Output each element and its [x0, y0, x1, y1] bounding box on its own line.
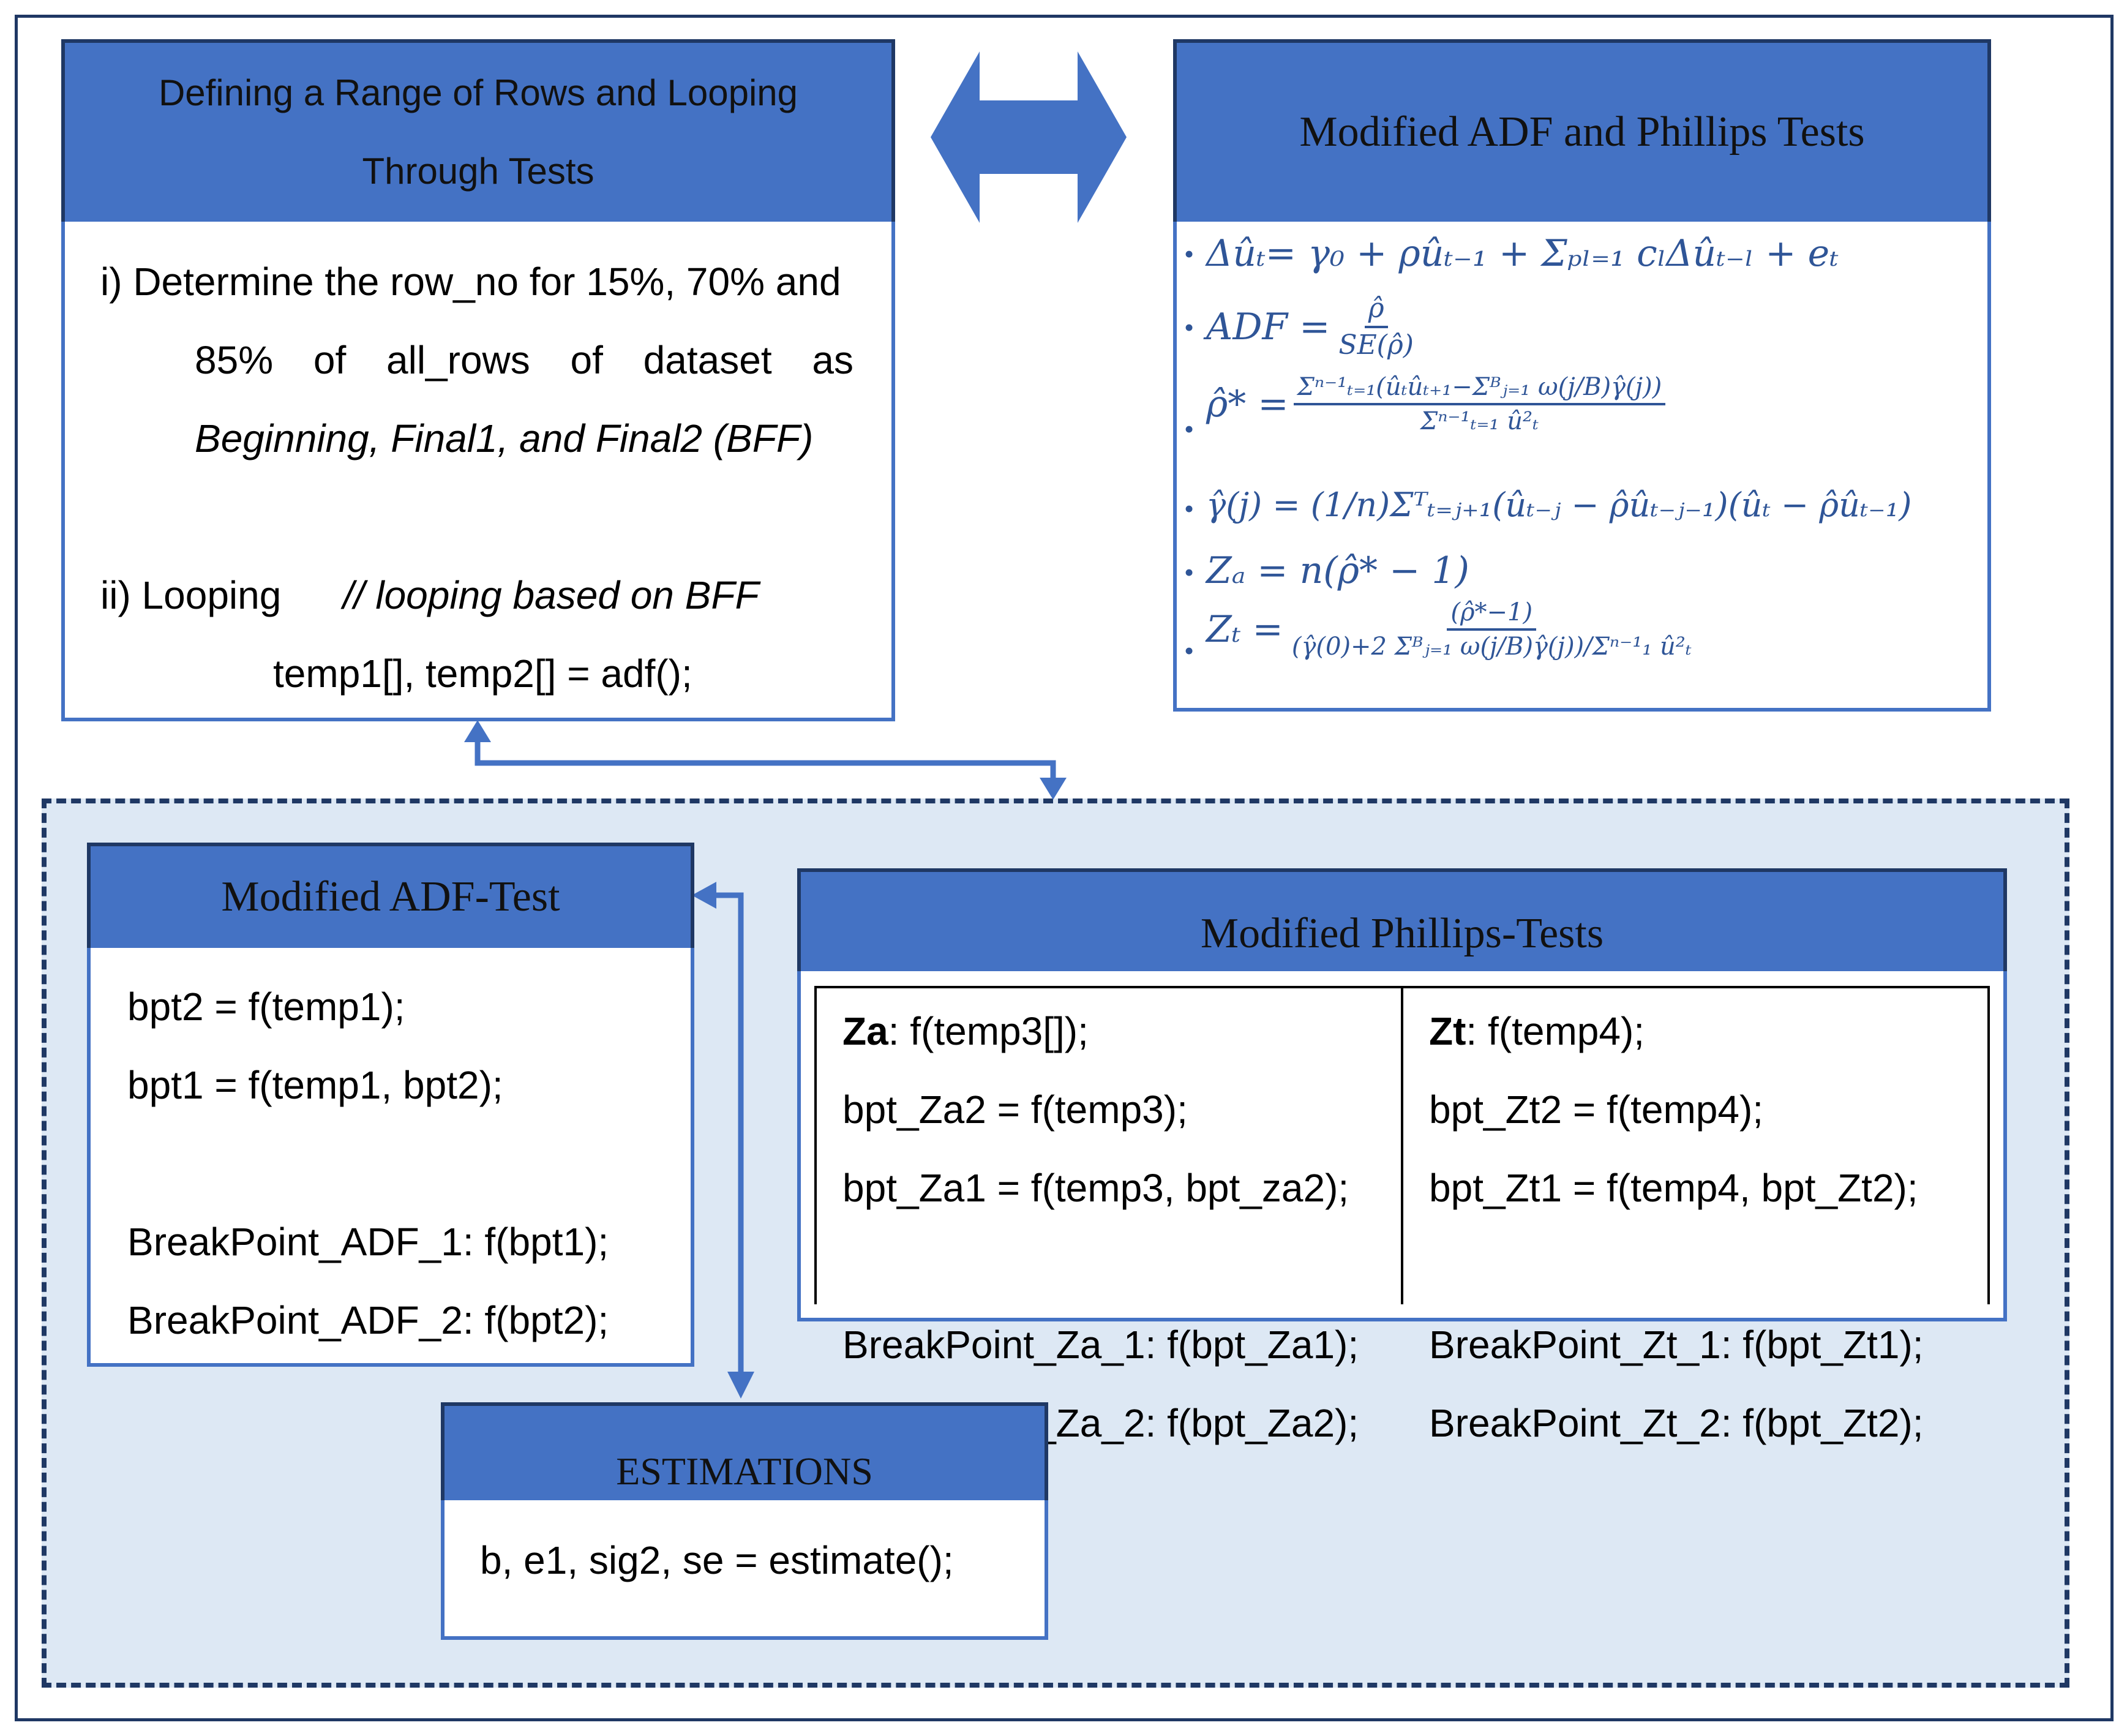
equation-bullet: • — [1184, 635, 1195, 666]
equation-rho-star-lhs: ρ̂* = — [1206, 383, 1289, 426]
adf-line: bpt1 = f(temp1, bpt2); — [127, 1063, 503, 1107]
step2-label: ii) Looping — [100, 573, 282, 617]
fraction-numerator: ρ̂ — [1364, 295, 1388, 328]
equation-z-t: Zₜ = (ρ̂*−1) (γ̂(0)+2 Σᴮⱼ₌₁ ω(j/B)γ̂(j))… — [1206, 600, 1700, 659]
equation-bullet: • — [1184, 413, 1195, 445]
step1-word: dataset — [643, 338, 772, 382]
za-line: bpt_Za1 = f(temp3, bpt_za2); — [842, 1166, 1349, 1210]
adf-line: BreakPoint_ADF_1: f(bpt1); — [127, 1220, 609, 1264]
zt-first-line: Zt: f(temp4); — [1429, 1012, 1645, 1051]
zt-label: Zt — [1429, 1009, 1466, 1053]
range-box-header: Defining a Range of Rows and Looping Thr… — [61, 39, 895, 222]
equation-rho-star: ρ̂* = Σⁿ⁻¹ₜ₌₁(ûₜûₜ₊₁−Σᴮⱼ₌₁ ω(j/B)γ̂(j)) … — [1206, 375, 1670, 434]
step1-word: all_rows — [386, 338, 530, 382]
estimations-code: b, e1, sig2, se = estimate(); — [480, 1538, 954, 1582]
step1-word: of — [313, 338, 347, 382]
zt-first-text: : f(temp4); — [1466, 1009, 1645, 1053]
adf-test-header: Modified ADF-Test — [87, 843, 694, 948]
fraction-denominator: (γ̂(0)+2 Σᴮⱼ₌₁ ω(j/B)γ̂(j))/Σⁿ⁻¹₁ û²ₜ — [1291, 633, 1692, 661]
zt-breakpoint: BreakPoint_Zt_2: f(bpt_Zt2); — [1429, 1401, 1924, 1445]
equation-z-alpha: Zₐ = n(ρ̂* − 1) — [1206, 549, 1469, 592]
phillips-test-title: Modified Phillips-Tests — [1200, 910, 1604, 957]
zt-line: bpt_Zt1 = f(temp4, bpt_Zt2); — [1429, 1166, 1918, 1210]
adf-line: bpt2 = f(temp1); — [127, 985, 405, 1029]
equation-adf-regression: Δûₜ= γ₀ + ρûₜ₋₁ + Σₚₗ₌₁ cₗΔûₜ₋ₗ + eₜ — [1206, 232, 1839, 275]
bidirectional-arrow — [931, 51, 1127, 223]
range-box-title-line2: Through Tests — [362, 151, 595, 192]
equation-bullet: • — [1184, 312, 1195, 343]
za-breakpoint: BreakPoint_Za_1: f(bpt_Za1); — [842, 1323, 1359, 1367]
step2-comment: // looping based on BFF — [343, 573, 759, 617]
equation-bullet: • — [1184, 557, 1195, 588]
adf-line: BreakPoint_ADF_2: f(bpt2); — [127, 1298, 609, 1342]
zt-breakpoint: BreakPoint_Zt_1: f(bpt_Zt1); — [1429, 1323, 1924, 1367]
equation-rho-star-fraction: Σⁿ⁻¹ₜ₌₁(ûₜûₜ₊₁−Σᴮⱼ₌₁ ω(j/B)γ̂(j)) Σⁿ⁻¹ₜ₌… — [1293, 375, 1666, 435]
range-to-panel-connector — [464, 720, 1067, 800]
fraction-denominator: Σⁿ⁻¹ₜ₌₁ û²ₜ — [1420, 407, 1539, 435]
equation-adf-fraction: ρ̂ SE(ρ̂) — [1335, 295, 1417, 359]
za-first-line: Za: f(temp3[]); — [842, 1012, 1089, 1051]
za-first-text: : f(temp3[]); — [888, 1009, 1089, 1053]
za-line: bpt_Za2 = f(temp3); — [842, 1088, 1188, 1132]
tests-box-title: Modified ADF and Phillips Tests — [1299, 108, 1865, 156]
equation-bullet: • — [1184, 493, 1195, 524]
estimations-title: ESTIMATIONS — [616, 1449, 873, 1493]
phillips-column-divider — [1401, 986, 1403, 1304]
outer-frame — [15, 15, 2114, 1721]
adf-to-estimations-connector — [692, 882, 754, 1399]
za-label: Za — [842, 1009, 888, 1053]
estimations-header: ESTIMATIONS — [441, 1402, 1048, 1500]
equation-adf-lhs: ADF = — [1206, 306, 1330, 348]
step1-word: as — [812, 338, 853, 382]
equation-z-t-lhs: Zₜ = — [1206, 608, 1283, 651]
zt-line: bpt_Zt2 = f(temp4); — [1429, 1088, 1764, 1132]
fraction-numerator: (ρ̂*−1) — [1447, 600, 1537, 631]
step2-code: temp1[], temp2[] = adf(); — [273, 652, 692, 696]
tests-box-header: Modified ADF and Phillips Tests — [1173, 39, 1991, 222]
equation-adf-stat: ADF = ρ̂ SE(ρ̂) — [1206, 295, 1422, 359]
step1-word: 85% — [195, 338, 274, 382]
fraction-numerator: Σⁿ⁻¹ₜ₌₁(ûₜûₜ₊₁−Σᴮⱼ₌₁ ω(j/B)γ̂(j)) — [1293, 375, 1666, 405]
step1-line1: i) Determine the row_no for 15%, 70% and — [100, 260, 841, 304]
range-box-title-line1: Defining a Range of Rows and Looping — [158, 72, 798, 113]
equation-z-t-fraction: (ρ̂*−1) (γ̂(0)+2 Σᴮⱼ₌₁ ω(j/B)γ̂(j))/Σⁿ⁻¹… — [1288, 600, 1695, 659]
equation-bullet: • — [1184, 238, 1195, 269]
step1-word: of — [570, 338, 603, 382]
fraction-denominator: SE(ρ̂) — [1338, 329, 1414, 361]
adf-test-title: Modified ADF-Test — [221, 873, 560, 920]
step1-line3: Beginning, Final1, and Final2 (BFF) — [195, 416, 814, 460]
equation-gamma-hat: γ̂(j) = (1/n)Σᵀₜ₌ⱼ₊₁(ûₜ₋ⱼ − ρ̂ûₜ₋ⱼ₋₁)(ûₜ… — [1206, 486, 1912, 524]
phillips-test-header: Modified Phillips-Tests — [797, 868, 2007, 971]
step1-line2: 85% of all_rows of dataset as — [195, 340, 853, 383]
